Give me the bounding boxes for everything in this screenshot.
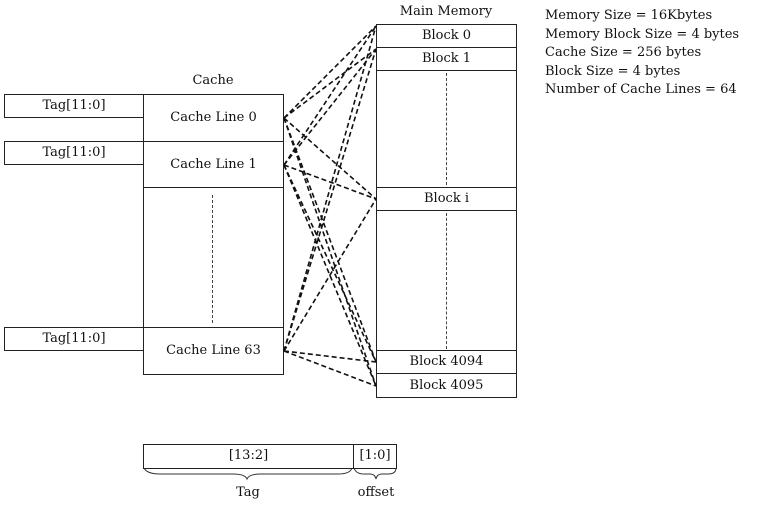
- link-line1-block0: [283, 25, 377, 166]
- address-tag-label: Tag: [236, 485, 260, 500]
- link-line1-blocki: [283, 164, 377, 200]
- tag-field-1: Tag[11:0]: [4, 141, 144, 165]
- tag-brace: [143, 467, 353, 481]
- memory-block-0-label: Block 0: [421, 28, 472, 43]
- link-line1-block1: [283, 48, 377, 166]
- link-line63-block4095: [283, 350, 377, 387]
- address-offset-label: offset: [357, 485, 395, 500]
- tag-field-0-label: Tag[11:0]: [42, 98, 106, 113]
- cache-ellipsis-line: [212, 195, 213, 323]
- memory-block-4094-label: Block 4094: [409, 354, 484, 369]
- cache-line-1: Cache Line 1: [143, 141, 284, 188]
- link-line0-blocki: [283, 117, 377, 200]
- address-tag-field: [13:2]: [143, 444, 354, 469]
- tag-field-0: Tag[11:0]: [4, 94, 144, 118]
- link-line63-blocki: [283, 198, 377, 352]
- cache-line-63: Cache Line 63: [143, 327, 284, 375]
- link-line63-block1: [283, 48, 377, 352]
- memory-ellipsis-line-1: [446, 73, 447, 185]
- memory-block-4095-label: Block 4095: [409, 378, 484, 393]
- link-line0-block4094: [283, 117, 377, 363]
- tag-field-1-label: Tag[11:0]: [42, 145, 106, 160]
- memory-ellipsis-line-2: [446, 213, 447, 349]
- cache-line-63-label: Cache Line 63: [166, 343, 261, 358]
- memory-block-4094: Block 4094: [376, 350, 517, 374]
- tag-field-63-label: Tag[11:0]: [42, 331, 106, 346]
- link-line0-block4095: [283, 117, 377, 387]
- link-line63-block0: [283, 25, 377, 352]
- tag-field-63: Tag[11:0]: [4, 327, 144, 351]
- offset-brace: [353, 467, 397, 480]
- link-line0-block1: [283, 48, 377, 119]
- info-cache-lines: Number of Cache Lines = 64: [545, 82, 737, 97]
- memory-block-1: Block 1: [376, 47, 517, 71]
- cache-line-1-label: Cache Line 1: [170, 157, 257, 172]
- cache-parameters: Memory Size = 16Kbytes Memory Block Size…: [545, 7, 739, 100]
- info-memory-size: Memory Size = 16Kbytes: [545, 8, 713, 23]
- info-cache-size: Cache Size = 256 bytes: [545, 45, 702, 60]
- info-block-size: Block Size = 4 bytes: [545, 63, 681, 79]
- info-memory-block-size: Memory Block Size = 4 bytes: [545, 26, 740, 42]
- address-offset-bits: [1:0]: [359, 448, 391, 463]
- address-tag-bits: [13:2]: [228, 448, 269, 463]
- link-line1-block4094: [283, 164, 377, 363]
- memory-block-i-label: Block i: [424, 191, 469, 206]
- memory-block-1-label: Block 1: [421, 51, 472, 66]
- memory-block-4095: Block 4095: [376, 373, 517, 398]
- memory-block-i: Block i: [376, 187, 517, 211]
- cache-line-0-label: Cache Line 0: [170, 110, 257, 125]
- memory-title: Main Memory: [399, 4, 493, 19]
- link-line0-block0: [283, 25, 377, 119]
- address-offset-field: [1:0]: [353, 444, 397, 469]
- cache-title: Cache: [192, 73, 234, 88]
